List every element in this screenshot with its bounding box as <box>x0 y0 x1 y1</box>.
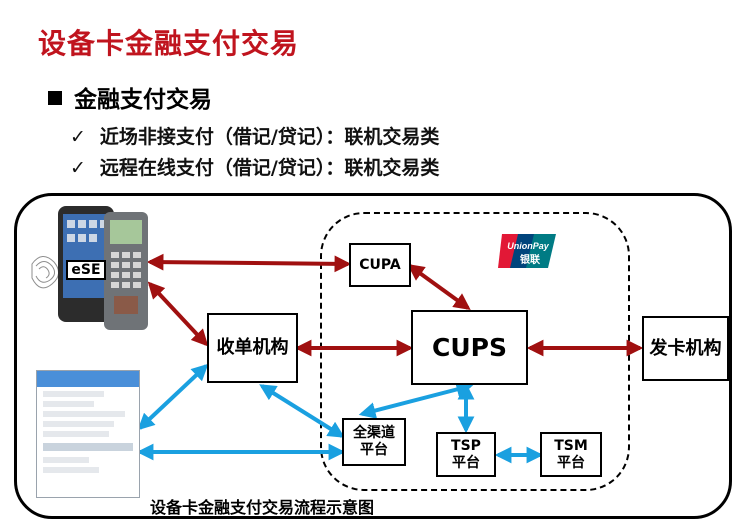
checkmark-icon: ✓ <box>70 126 86 148</box>
unionpay-logo-cn: 银联 <box>520 253 540 266</box>
node-tsm-platform: TSM 平台 <box>540 432 602 477</box>
node-issuer: 发卡机构 <box>642 316 729 381</box>
payment-app-screenshot <box>36 370 140 498</box>
node-cups: CUPS <box>411 310 528 385</box>
bullet-heading: 金融支付交易 <box>48 80 212 114</box>
node-cupa: CUPA <box>349 243 411 287</box>
node-all-channel-line1: 全渠道 <box>353 425 395 442</box>
node-tsp-line1: TSP <box>451 437 481 454</box>
node-all-channel-platform: 全渠道 平台 <box>342 418 406 466</box>
bullet-heading-text: 金融支付交易 <box>74 87 212 113</box>
arrow-ese-cupa <box>146 253 352 273</box>
slide-title: 设备卡金融支付交易 <box>38 27 300 60</box>
sub-item-nfc: ✓ 近场非接支付（借记/贷记）：联机交易类 <box>70 122 439 149</box>
sub-item-remote-text: 远程在线支付（借记/贷记）：联机交易类 <box>99 157 440 179</box>
diagram-frame <box>14 193 732 519</box>
unionpay-logo: UnionPay 银联 <box>498 234 556 268</box>
ese-label: eSE <box>66 260 106 280</box>
node-tsm-line1: TSM <box>554 437 588 454</box>
arrow-allchannel-cups <box>358 381 474 419</box>
arrow-acquirer-allchannel <box>259 384 345 438</box>
sub-item-remote: ✓ 远程在线支付（借记/贷记）：联机交易类 <box>70 153 439 180</box>
node-all-channel-line2: 平台 <box>360 442 388 458</box>
node-acquirer: 收单机构 <box>207 313 298 383</box>
arrow-cupa-cups <box>407 264 471 310</box>
unionpay-logo-text: UnionPay <box>507 241 550 251</box>
square-bullet-icon <box>48 91 62 105</box>
arrow-ese-acquirer <box>147 281 209 347</box>
checkmark-icon: ✓ <box>70 157 86 179</box>
diagram-caption: 设备卡金融支付交易流程示意图 <box>150 498 375 517</box>
app-header-bar <box>37 371 139 387</box>
node-tsm-line2: 平台 <box>557 454 585 471</box>
node-tsp-platform: TSP 平台 <box>436 432 496 477</box>
arrow-app-acquirer <box>137 363 209 431</box>
sub-item-nfc-text: 近场非接支付（借记/贷记）：联机交易类 <box>99 126 440 148</box>
node-tsp-line2: 平台 <box>452 454 480 471</box>
